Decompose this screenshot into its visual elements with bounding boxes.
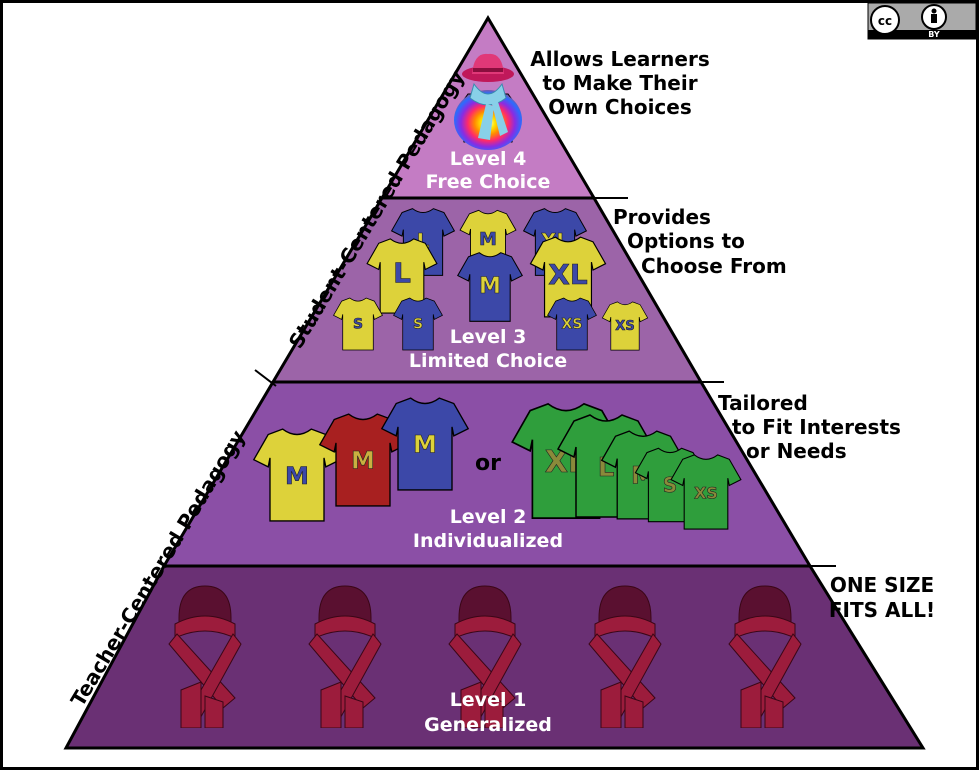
level2-right-shirt-4-size-label: XS [694, 483, 718, 502]
level4-description-line2: to Make Their [542, 71, 697, 95]
level2-description-line1: Tailored [718, 391, 808, 415]
level2-left-shirt-1-icon: M [319, 413, 407, 507]
level3-shirt-6-icon: S [333, 297, 383, 351]
level2-description-line2: to Fit Interests [732, 415, 901, 439]
svg-text:cc: cc [878, 14, 892, 28]
level2-left-shirt-0-icon: M [253, 428, 341, 522]
level1-description-line1: ONE SIZE [830, 573, 934, 597]
light-blue-scarf [469, 82, 507, 106]
level1-title: Level 1 [450, 689, 527, 711]
level3-shirt-1-icon: M [459, 209, 517, 271]
level3-shirt-1-size-label: M [479, 229, 497, 250]
level2-description-line3: or Needs [746, 439, 847, 463]
level3-shirt-4-size-label: M [479, 274, 501, 299]
level3-shirt-3-icon: L [366, 238, 438, 314]
level4-subtitle: Free Choice [426, 171, 551, 193]
level2-right-shirt-4-icon: XS [670, 454, 742, 530]
cc-by-label: BY [928, 30, 940, 39]
level3-shirt-5-size-label: XL [548, 258, 588, 291]
cc-by-license-badge: cc BY [867, 2, 977, 40]
level2-left-shirt-0-size-label: M [285, 462, 309, 490]
level3-shirt-3-size-label: L [393, 256, 411, 289]
level2-subtitle: Individualized [413, 530, 563, 552]
level3-shirt-6-size-label: S [353, 316, 363, 332]
level1-band [63, 564, 926, 750]
axis-divider-tick [254, 369, 277, 387]
level4-description-line1: Allows Learners [530, 47, 710, 71]
level3-description-line2: Options to [627, 229, 745, 253]
level2-left-shirt-2-size-label: M [413, 430, 437, 458]
cc-icon [870, 5, 900, 35]
level3-description-line1: Provides [613, 205, 711, 229]
level3-shirt-9-size-label: XS [615, 319, 634, 334]
level2-left-shirt-1-size-label: M [351, 446, 375, 474]
level4-description-line3: Own Choices [548, 95, 692, 119]
level2-title: Level 2 [450, 506, 527, 528]
level1-subtitle: Generalized [424, 714, 552, 736]
level3-shirt-7-size-label: S [413, 316, 423, 332]
level3-shirt-4-icon: M [457, 252, 523, 322]
level3-subtitle: Limited Choice [409, 350, 567, 372]
level4-free-choice-figure [454, 53, 522, 150]
level3-shirt-5-icon: XL [529, 236, 607, 318]
level2-or-label: or [475, 451, 501, 476]
level3-shirt-options: LMXLLMXLSSXSXS [333, 208, 649, 351]
level1-description-line2: FITS ALL! [829, 598, 935, 622]
level3-description-line3: Choose From [641, 254, 787, 278]
level2-green-shirt-sizes: XLLMSXS [511, 402, 742, 530]
level4-title: Level 4 [450, 148, 527, 170]
level3-shirt-8-icon: XS [547, 297, 597, 351]
level3-shirt-7-icon: S [393, 297, 443, 351]
level3-shirt-8-size-label: XS [562, 316, 583, 332]
level3-shirt-9-icon: XS [601, 301, 649, 351]
level2-left-shirt-2-icon: M [381, 397, 469, 491]
level3-title: Level 3 [450, 326, 527, 348]
level2-single-size-shirts: M M M [253, 397, 469, 522]
